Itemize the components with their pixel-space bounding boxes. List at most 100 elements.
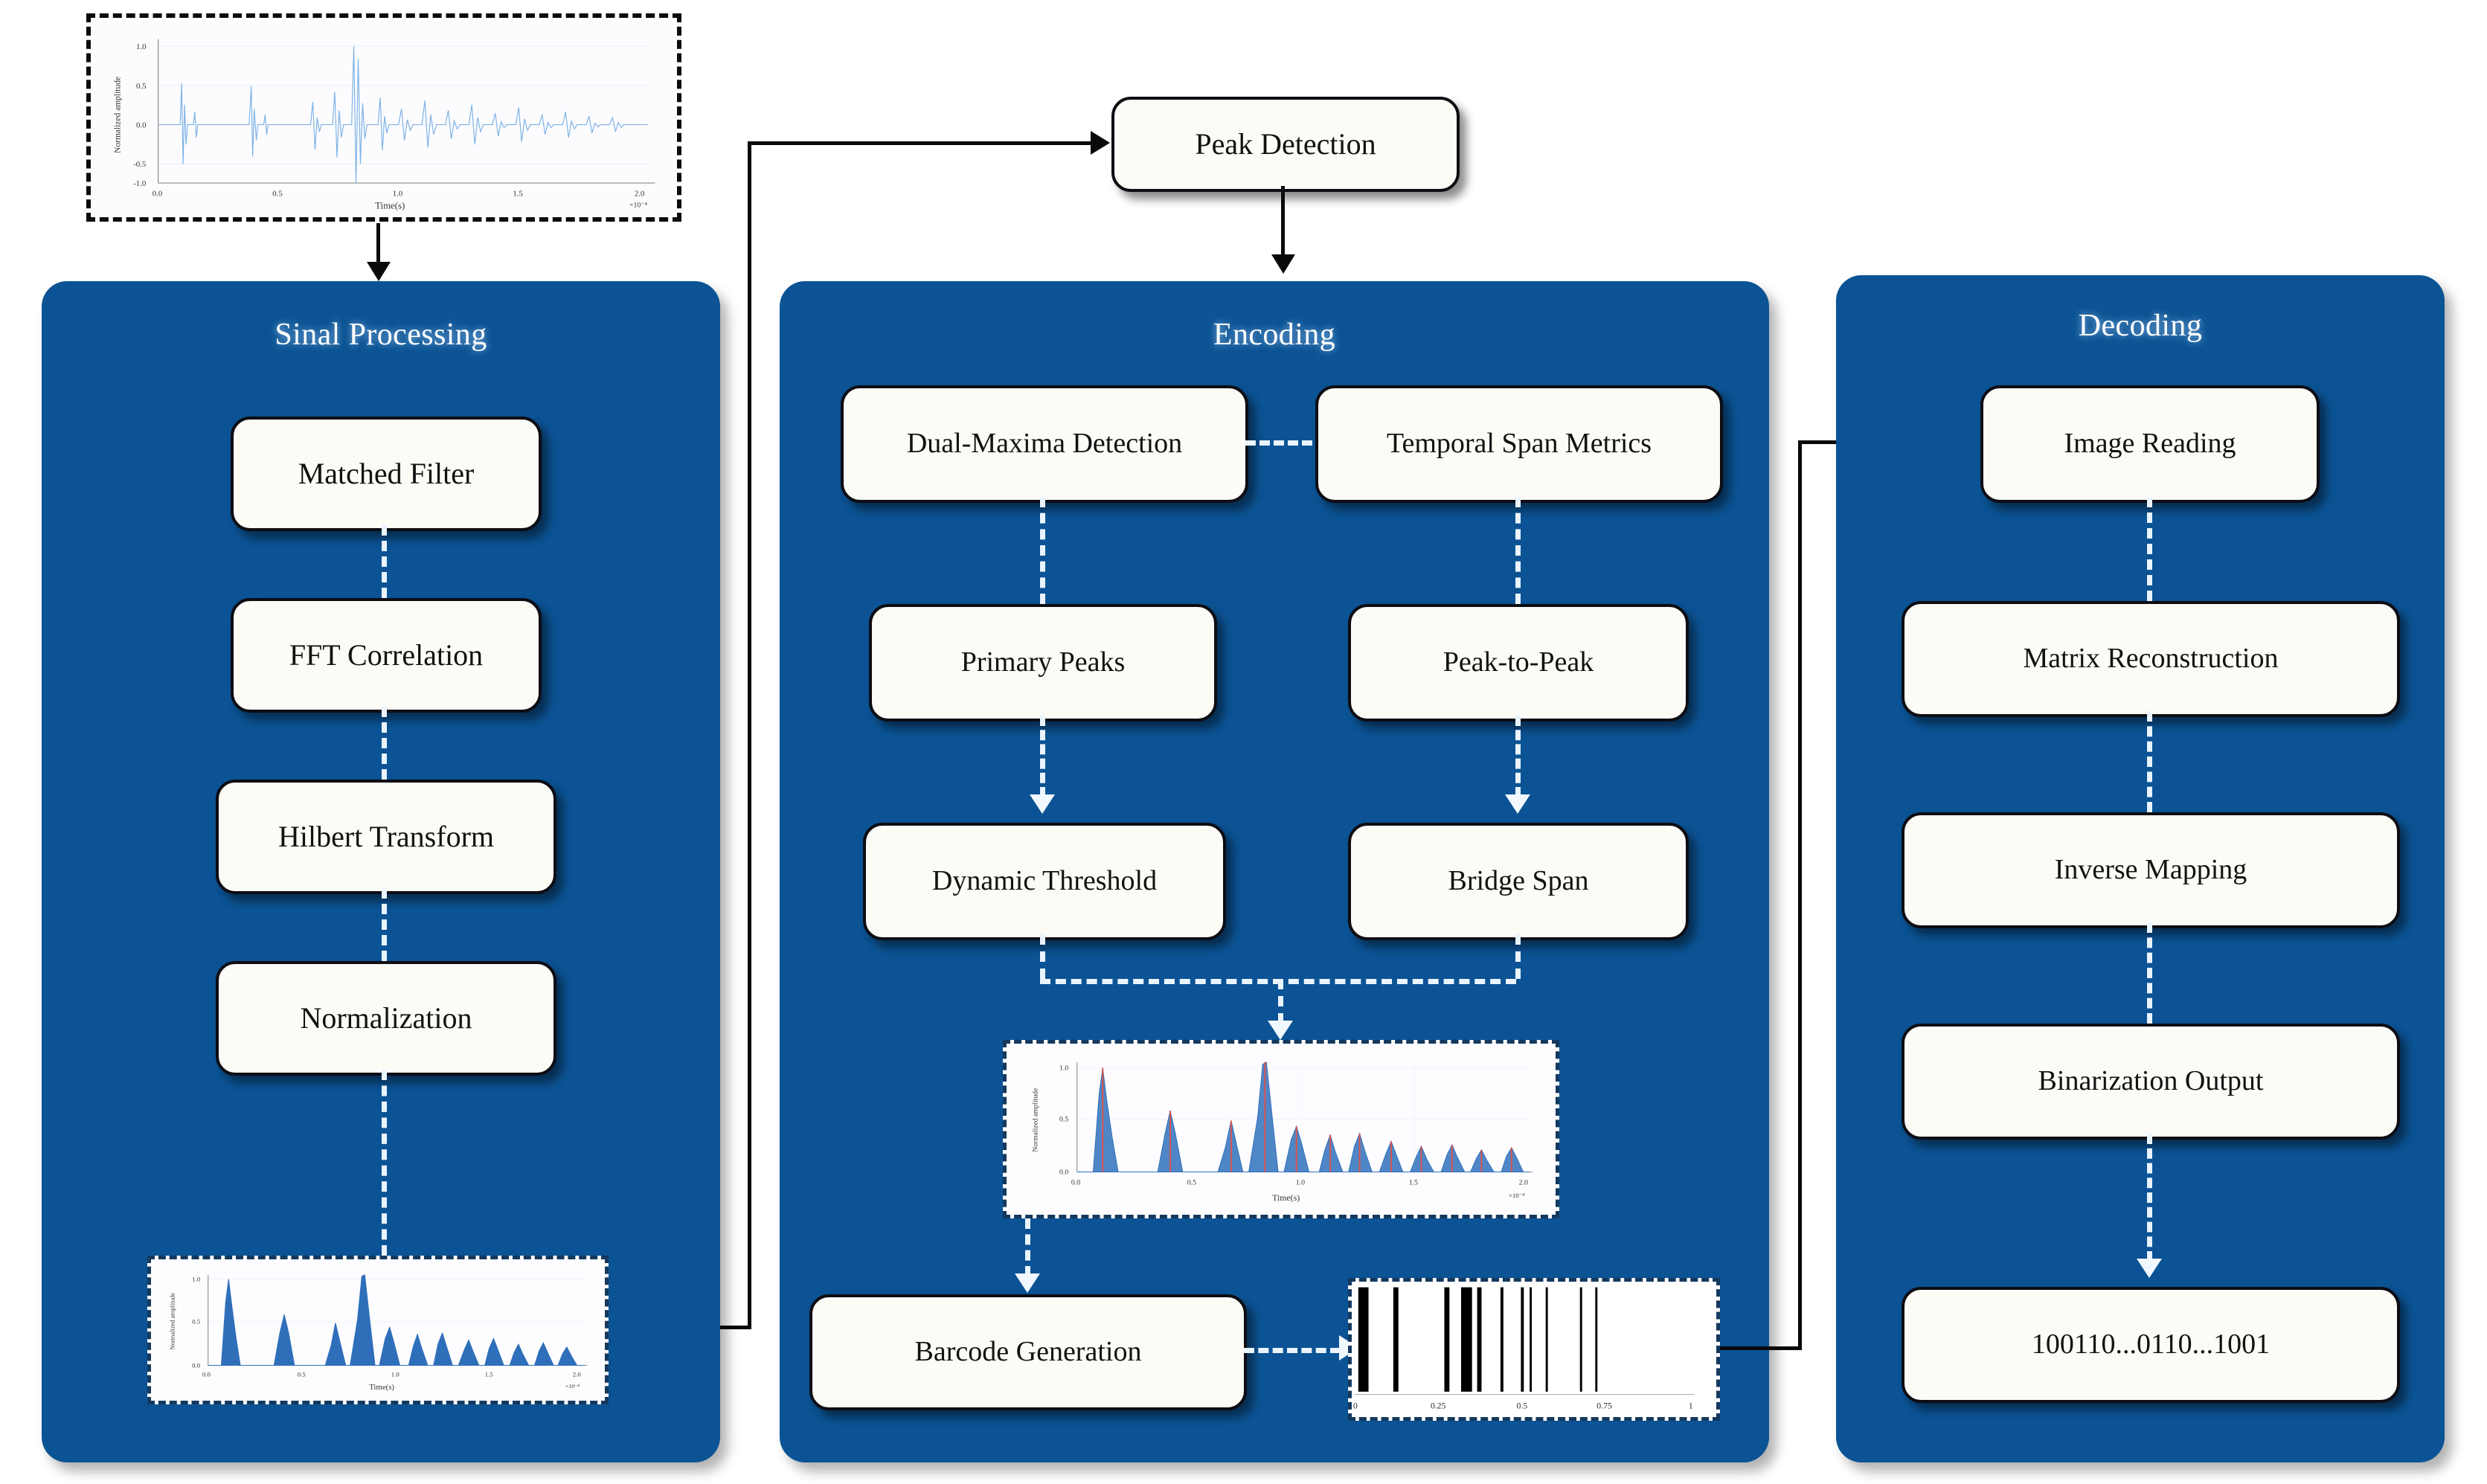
svg-text:1.5: 1.5 xyxy=(513,189,523,198)
node-image-reading-label: Image Reading xyxy=(2064,428,2236,460)
svg-text:1.5: 1.5 xyxy=(1409,1179,1418,1187)
svg-text:2.0: 2.0 xyxy=(573,1371,582,1378)
panel-signal-processing-title: Sinal Processing xyxy=(275,318,487,352)
connector-temporal-to-peaktopeak xyxy=(1515,497,1521,604)
svg-text:0.5: 0.5 xyxy=(298,1371,306,1378)
node-dual-maxima-detection[interactable]: Dual-Maxima Detection xyxy=(841,385,1248,503)
svg-text:1.0: 1.0 xyxy=(393,189,403,198)
connector-inverse-to-binarization xyxy=(2147,922,2152,1024)
connector-envelope-to-peak-v xyxy=(748,141,751,1329)
svg-text:0.0: 0.0 xyxy=(153,189,163,198)
panel-encoding-title: Encoding xyxy=(1213,318,1336,352)
svg-text:0: 0 xyxy=(1353,1401,1358,1411)
node-inverse-mapping[interactable]: Inverse Mapping xyxy=(1902,812,2400,928)
connector-barcode-to-imagereading-v xyxy=(1798,440,1802,1350)
svg-text:Normalized amplitude: Normalized amplitude xyxy=(112,77,122,153)
node-hilbert-transform[interactable]: Hilbert Transform xyxy=(216,780,556,894)
svg-text:0.5: 0.5 xyxy=(272,189,283,198)
node-dual-maxima-detection-label: Dual-Maxima Detection xyxy=(906,428,1183,460)
node-temporal-span-metrics-label: Temporal Span Metrics xyxy=(1386,428,1652,460)
svg-text:Normalized amplitude: Normalized amplitude xyxy=(168,1293,176,1350)
connector-peaktopeak-to-bridgespan-arrow xyxy=(1505,794,1530,814)
node-bridge-span[interactable]: Bridge Span xyxy=(1348,823,1689,940)
node-image-reading[interactable]: Image Reading xyxy=(1980,385,2320,503)
connector-peaktopeak-to-bridgespan xyxy=(1515,716,1521,797)
peak-detection-node[interactable]: Peak Detection xyxy=(1111,97,1460,192)
connector-fft-to-hilbert xyxy=(382,707,387,780)
svg-text:×10⁻⁴: ×10⁻⁴ xyxy=(629,202,648,210)
barcode-plot: 0 0.25 0.5 0.75 1 xyxy=(1352,1282,1716,1417)
connector-bridgespan-merge-down xyxy=(1515,934,1521,979)
node-fft-correlation[interactable]: FFT Correlation xyxy=(231,598,542,713)
svg-text:×10⁻⁴: ×10⁻⁴ xyxy=(565,1383,580,1390)
connector-merge-to-envelope-arrow xyxy=(1268,1021,1293,1040)
node-inverse-mapping-label: Inverse Mapping xyxy=(2054,854,2247,886)
connector-threshold-merge-down xyxy=(1040,934,1045,979)
node-fft-correlation-label: FFT Correlation xyxy=(289,638,484,672)
node-matrix-reconstruction[interactable]: Matrix Reconstruction xyxy=(1902,601,2400,717)
node-binary-output[interactable]: 100110...0110...1001 xyxy=(1902,1287,2400,1403)
svg-text:0.0: 0.0 xyxy=(192,1361,201,1369)
connector-envelope-to-barcodegen xyxy=(1025,1218,1030,1276)
node-primary-peaks[interactable]: Primary Peaks xyxy=(869,604,1217,722)
node-barcode-generation[interactable]: Barcode Generation xyxy=(809,1294,1247,1410)
svg-text:1.5: 1.5 xyxy=(485,1371,493,1378)
node-binary-output-label: 100110...0110...1001 xyxy=(2031,1329,2271,1361)
connector-envelope-to-barcodegen-arrow xyxy=(1015,1273,1040,1293)
svg-text:0.5: 0.5 xyxy=(1059,1116,1068,1124)
svg-text:Normalized amplitude: Normalized amplitude xyxy=(1031,1088,1039,1152)
svg-text:2.0: 2.0 xyxy=(1519,1179,1528,1187)
connector-normalization-to-envelope xyxy=(382,1070,387,1256)
connector-peak-to-encoding-arrow xyxy=(1271,254,1295,274)
node-peak-to-peak[interactable]: Peak-to-Peak xyxy=(1348,604,1689,722)
connector-raw-to-signal-arrow xyxy=(367,262,391,281)
svg-text:1.0: 1.0 xyxy=(1296,1179,1305,1187)
svg-text:1: 1 xyxy=(1689,1401,1693,1411)
peak-detection-label: Peak Detection xyxy=(1195,127,1376,161)
svg-text:×10⁻⁴: ×10⁻⁴ xyxy=(1509,1192,1525,1199)
node-barcode-generation-label: Barcode Generation xyxy=(914,1336,1142,1368)
node-hilbert-transform-label: Hilbert Transform xyxy=(278,820,494,853)
connector-imagereading-to-matrix xyxy=(2147,497,2152,601)
connector-peak-to-encoding xyxy=(1281,186,1285,259)
node-matched-filter[interactable]: Matched Filter xyxy=(231,417,542,531)
barcode-plot-frame: 0 0.25 0.5 0.75 1 xyxy=(1348,1278,1720,1421)
node-matched-filter-label: Matched Filter xyxy=(298,457,475,490)
node-bridge-span-label: Bridge Span xyxy=(1448,865,1589,897)
svg-text:0.0: 0.0 xyxy=(1059,1168,1068,1176)
node-dynamic-threshold[interactable]: Dynamic Threshold xyxy=(863,823,1226,940)
node-dynamic-threshold-label: Dynamic Threshold xyxy=(931,865,1158,897)
svg-text:Time(s): Time(s) xyxy=(369,1384,394,1392)
connector-dualmaxima-to-temporal xyxy=(1245,440,1312,446)
connector-primary-to-threshold-arrow xyxy=(1030,794,1055,814)
node-binarization-output[interactable]: Binarization Output xyxy=(1902,1024,2400,1140)
svg-text:-0.5: -0.5 xyxy=(133,160,146,169)
connector-primary-to-threshold xyxy=(1040,716,1045,797)
svg-text:0.25: 0.25 xyxy=(1431,1401,1446,1411)
svg-text:Time(s): Time(s) xyxy=(1272,1193,1300,1203)
node-temporal-span-metrics[interactable]: Temporal Span Metrics xyxy=(1315,385,1723,503)
svg-text:1.0: 1.0 xyxy=(1059,1064,1068,1073)
svg-text:1.0: 1.0 xyxy=(192,1276,201,1283)
connector-binarization-to-bits xyxy=(2147,1134,2152,1262)
node-normalization[interactable]: Normalization xyxy=(216,961,556,1076)
svg-text:0.0: 0.0 xyxy=(1071,1179,1080,1187)
svg-text:0.0: 0.0 xyxy=(136,121,147,130)
node-matrix-reconstruction-label: Matrix Reconstruction xyxy=(2023,643,2279,675)
connector-envelope-to-peak-h2 xyxy=(748,141,1094,145)
svg-text:-1.0: -1.0 xyxy=(133,179,146,188)
svg-text:1.0: 1.0 xyxy=(391,1371,400,1378)
connector-barcode-to-imagereading-h1 xyxy=(1720,1346,1802,1350)
svg-text:0.5: 0.5 xyxy=(1516,1401,1527,1411)
svg-text:0.0: 0.0 xyxy=(202,1371,211,1378)
svg-text:0.5: 0.5 xyxy=(136,82,147,91)
svg-text:0.75: 0.75 xyxy=(1597,1401,1612,1411)
connector-matched-to-fft xyxy=(382,525,387,598)
